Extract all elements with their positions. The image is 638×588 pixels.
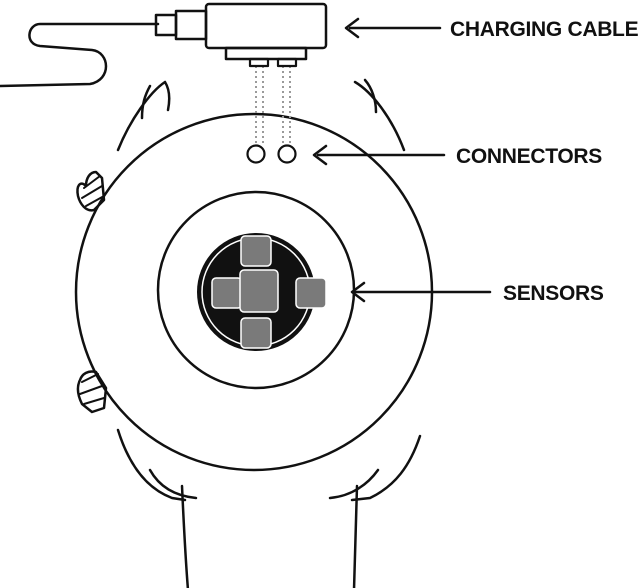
- connectors: [246, 144, 297, 164]
- sensor-pad-center: [239, 269, 279, 313]
- sensor-pad-left: [211, 277, 243, 309]
- watch-lugs: [116, 78, 422, 502]
- cable-pin-left: [248, 57, 270, 68]
- sensor-pad-right: [295, 277, 327, 309]
- label-sensors: SENSORS: [503, 282, 604, 305]
- connector-right: [277, 144, 297, 164]
- side-button-bottom-icon: [76, 370, 108, 414]
- arrow-left-icon: [344, 17, 442, 39]
- sensor-pad-top: [240, 235, 272, 267]
- charging-clip: [204, 2, 328, 50]
- sensor-pads: [211, 235, 327, 349]
- side-button-top-icon: [76, 170, 106, 212]
- charging-cable: [0, 2, 328, 88]
- cable-pin-right: [276, 57, 298, 68]
- connector-guide-lines: [255, 66, 291, 145]
- watch-strap-bottom: [180, 484, 359, 588]
- arrow-left-icon: [350, 281, 492, 303]
- sensor-pad-bottom: [240, 317, 272, 349]
- label-connectors: CONNECTORS: [456, 145, 602, 168]
- label-charging-cable: CHARGING CABLE: [450, 18, 638, 41]
- connector-left: [246, 144, 266, 164]
- arrow-left-icon: [312, 144, 446, 166]
